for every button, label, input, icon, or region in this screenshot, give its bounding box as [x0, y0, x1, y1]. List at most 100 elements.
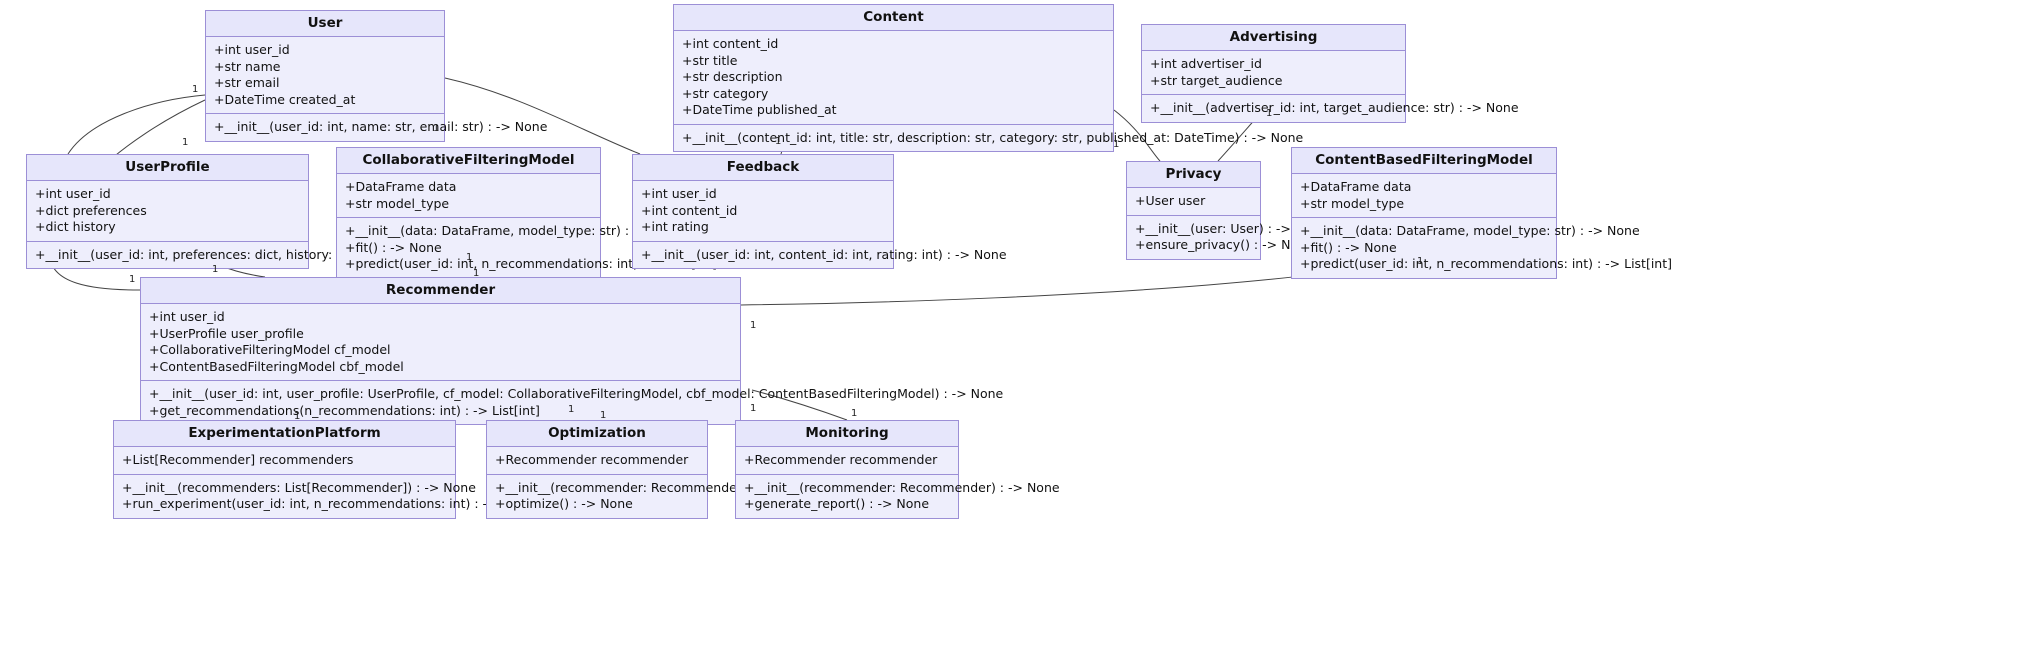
class-attributes-monitoring: +Recommender recommender: [736, 447, 958, 475]
class-attributes-cbfmodel: +DataFrame data+str model_type: [1292, 174, 1556, 218]
method-row: +__init__(data: DataFrame, model_type: s…: [1300, 223, 1640, 238]
class-methods-optimization: +__init__(recommender: Recommender) : ->…: [487, 474, 811, 518]
attribute-row: +UserProfile user_profile: [149, 325, 304, 341]
class-name-cbfmodel: ContentBasedFilteringModel: [1292, 148, 1556, 174]
class-name-cfmodel: CollaborativeFilteringModel: [337, 148, 600, 174]
multiplicity-label: 1: [473, 268, 480, 279]
class-name-feedback: Feedback: [633, 155, 893, 181]
class-methods-cfmodel: +__init__(data: DataFrame, model_type: s…: [337, 218, 718, 278]
attribute-row: +Recommender recommender: [744, 452, 938, 467]
multiplicity-label: 1: [750, 320, 757, 331]
multiplicity-label: 1: [182, 137, 189, 148]
uml-class-privacy[interactable]: Privacy +User user +__init__(user: User) :…: [1126, 161, 1328, 260]
class-methods-privacy: +__init__(user: User) : -> None+ensure_p…: [1127, 215, 1328, 259]
class-attributes-experimentationplatform: +List[Recommender] recommenders: [114, 447, 455, 475]
class-methods-content: +__init__(content_id: int, title: str, d…: [674, 124, 1304, 151]
attribute-row: +int user_id: [641, 186, 717, 201]
class-name-content: Content: [674, 5, 1113, 31]
attribute-row: +DataFrame data: [1300, 179, 1412, 194]
uml-class-monitoring[interactable]: Monitoring+Recommender recommender+__ini…: [735, 420, 1060, 519]
method-row: +__init__(advertiser_id: int, target_aud…: [1150, 100, 1519, 115]
multiplicity-label: 1: [294, 411, 301, 422]
method-row: +get_recommendations(n_recommendations: …: [149, 402, 540, 418]
uml-class-content[interactable]: Content+int content_id+str title+str des…: [673, 4, 1304, 152]
class-name-advertising: Advertising: [1142, 25, 1405, 51]
multiplicity-label: 1: [1266, 108, 1273, 119]
method-row: +__init__(user_id: int, preferences: dic…: [35, 246, 428, 262]
attribute-row: +dict history: [35, 219, 116, 234]
multiplicity-label: 1: [568, 404, 575, 415]
multiplicity-label: 1: [129, 274, 136, 285]
method-row: +__init__(user: User) : -> None: [1135, 220, 1328, 236]
attribute-row: +str title: [682, 52, 738, 68]
uml-class-recommender[interactable]: Recommender +int user_id+UserProfile user…: [140, 277, 1004, 425]
uml-class-experimentationplatform[interactable]: ExperimentationPlatform +List[Recommender…: [113, 420, 609, 519]
class-attributes-advertising: +int advertiser_id+str target_audience: [1142, 51, 1405, 95]
class-name-experimentationplatform: ExperimentationPlatform: [114, 421, 455, 447]
attribute-row: +int rating: [641, 219, 709, 234]
method-row: +__init__(recommender: Recommender) : ->…: [495, 479, 811, 495]
multiplicity-label: 1: [433, 123, 440, 134]
uml-class-cfmodel[interactable]: CollaborativeFilteringModel+DataFrame da…: [336, 147, 718, 279]
class-name-recommender: Recommender: [141, 278, 740, 304]
attribute-row: +int content_id: [641, 202, 738, 218]
class-attributes-user: +int user_id+str name+str email+DateTime…: [206, 37, 444, 114]
method-row: +__init__(content_id: int, title: str, d…: [682, 129, 1304, 145]
multiplicity-label: 1: [775, 136, 782, 147]
class-name-userprofile: UserProfile: [27, 155, 308, 181]
class-attributes-optimization: +Recommender recommender: [487, 447, 707, 475]
attribute-row: +DateTime published_at: [682, 102, 837, 117]
multiplicity-label: 1: [192, 84, 199, 95]
attribute-row: +List[Recommender] recommenders: [122, 452, 354, 467]
uml-class-feedback[interactable]: Feedback+int user_id+int content_id+int …: [632, 154, 1007, 269]
attribute-row: +str email: [214, 75, 280, 90]
multiplicity-label: 1: [212, 264, 219, 275]
uml-class-userprofile[interactable]: UserProfile +int user_id+dict preferences…: [26, 154, 428, 269]
attribute-row: +DateTime created_at: [214, 91, 356, 107]
multiplicity-label: 1: [750, 403, 757, 414]
method-row: +optimize() : -> None: [495, 496, 633, 511]
class-methods-cbfmodel: +__init__(data: DataFrame, model_type: s…: [1292, 218, 1672, 278]
association-edge: [444, 77, 641, 155]
method-row: +run_experiment(user_id: int, n_recommen…: [122, 496, 609, 511]
attribute-row: +str description: [682, 69, 783, 84]
method-row: +__init__(user_id: int, name: str, email…: [214, 119, 548, 134]
attribute-row: +str name: [214, 58, 281, 74]
class-name-privacy: Privacy: [1127, 162, 1260, 188]
method-row: +fit() : -> None: [1300, 239, 1397, 255]
uml-class-advertising[interactable]: Advertising+int advertiser_id+str target…: [1141, 24, 1519, 123]
attribute-row: +int user_id: [35, 186, 111, 201]
method-row: +predict(user_id: int, n_recommendations…: [345, 256, 718, 271]
class-methods-recommender: +__init__(user_id: int, user_profile: Us…: [141, 381, 1004, 424]
multiplicity-label: 1: [1113, 139, 1120, 150]
attribute-row: +int user_id: [149, 309, 225, 324]
class-attributes-feedback: +int user_id+int content_id+int rating: [633, 181, 893, 242]
attribute-row: +DataFrame data: [345, 179, 457, 194]
method-row: +__init__(user_id: int, content_id: int,…: [641, 246, 1007, 262]
attribute-row: +str model_type: [345, 195, 450, 211]
attribute-row: +int user_id: [214, 42, 290, 57]
attribute-row: +CollaborativeFilteringModel cf_model: [149, 342, 391, 357]
class-methods-advertising: +__init__(advertiser_id: int, target_aud…: [1142, 95, 1519, 122]
method-row: +__init__(data: DataFrame, model_type: s…: [345, 223, 685, 238]
class-attributes-cfmodel: +DataFrame data+str model_type: [337, 174, 600, 218]
attribute-row: +User user: [1135, 193, 1206, 208]
method-row: +__init__(user_id: int, user_profile: Us…: [149, 386, 1004, 401]
method-row: +generate_report() : -> None: [744, 496, 930, 511]
class-methods-monitoring: +__init__(recommender: Recommender) : ->…: [736, 474, 1060, 518]
multiplicity-label: 1: [851, 408, 858, 419]
uml-class-optimization[interactable]: Optimization+Recommender recommender+__i…: [486, 420, 811, 519]
multiplicity-label: 1: [600, 410, 607, 421]
method-row: +ensure_privacy() : -> None: [1135, 237, 1314, 252]
uml-class-user[interactable]: User+int user_id+str name+str email+Date…: [205, 10, 548, 142]
attribute-row: +str model_type: [1300, 195, 1405, 211]
method-row: +fit() : -> None: [345, 239, 442, 255]
class-attributes-privacy: +User user: [1127, 188, 1260, 216]
attribute-row: +dict preferences: [35, 202, 147, 218]
uml-class-cbfmodel[interactable]: ContentBasedFilteringModel+DataFrame dat…: [1291, 147, 1672, 279]
class-methods-user: +__init__(user_id: int, name: str, email…: [206, 114, 548, 141]
multiplicity-label: 1: [466, 252, 473, 263]
attribute-row: +str category: [682, 85, 769, 101]
class-attributes-content: +int content_id+str title+str descriptio…: [674, 31, 1113, 125]
